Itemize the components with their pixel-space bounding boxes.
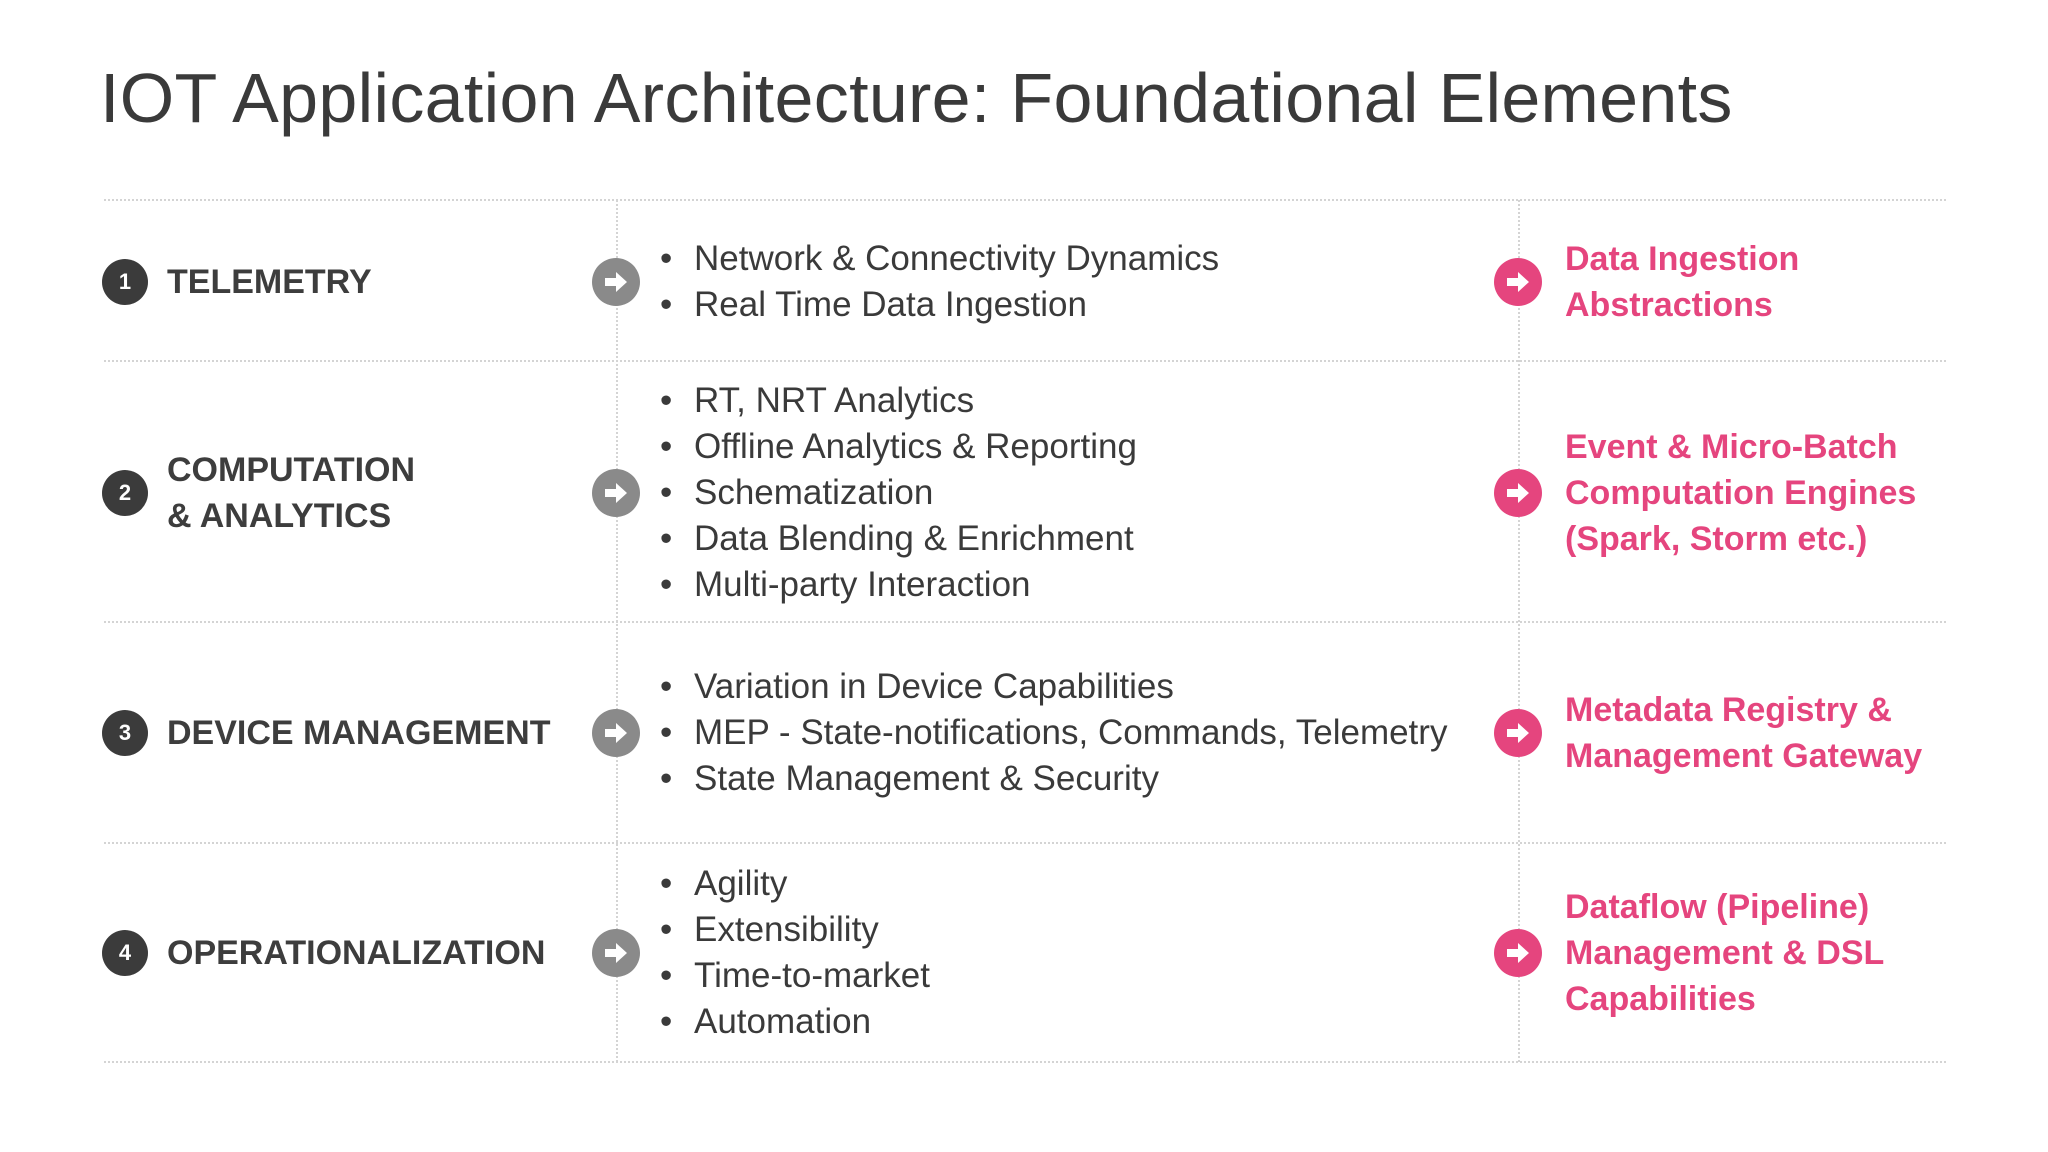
list-item: State Management & Security [660,756,1447,802]
step-number-badge: 3 [102,710,148,756]
arrow-right-circle-icon [1494,469,1542,517]
outcome-text: Data Ingestion Abstractions [1565,240,1800,324]
list-item: Extensibility [660,907,930,953]
arrow-right-circle-icon [1494,709,1542,757]
arrow-right-circle-icon [592,258,640,306]
bullet-list: RT, NRT Analytics Offline Analytics & Re… [660,378,1137,608]
step-number-badge: 1 [102,259,148,305]
arrow-right-circle-icon [592,709,640,757]
row-label: DEVICE MANAGEMENT [167,714,551,752]
divider-3 [104,842,1946,844]
outcome-text: Event & Micro-Batch Computation Engines … [1565,428,1917,558]
list-item: Schematization [660,470,1137,516]
divider-1 [104,360,1946,362]
list-item: RT, NRT Analytics [660,378,1137,424]
list-item: Data Blending & Enrichment [660,516,1137,562]
list-item: Automation [660,999,930,1045]
list-item: MEP - State-notifications, Commands, Tel… [660,710,1447,756]
arrow-right-circle-icon [592,929,640,977]
list-item: Offline Analytics & Reporting [660,424,1137,470]
row-label: OPERATIONALIZATION [167,934,546,972]
arrow-right-circle-icon [1494,258,1542,306]
bullet-list: Variation in Device Capabilities MEP - S… [660,664,1447,802]
row-label: TELEMETRY [167,263,372,301]
list-item: Multi-party Interaction [660,562,1137,608]
bullet-list: Agility Extensibility Time-to-market Aut… [660,861,930,1045]
bullet-list: Network & Connectivity Dynamics Real Tim… [660,236,1219,328]
list-item: Network & Connectivity Dynamics [660,236,1219,282]
list-item: Variation in Device Capabilities [660,664,1447,710]
list-item: Real Time Data Ingestion [660,282,1219,328]
list-item: Agility [660,861,930,907]
outcome-text: Metadata Registry & Management Gateway [1565,691,1923,775]
arrow-right-circle-icon [592,469,640,517]
step-number-badge: 2 [102,470,148,516]
divider-2 [104,621,1946,623]
column-divider-left [616,200,618,1062]
list-item: Time-to-market [660,953,930,999]
divider-bottom [104,1061,1946,1063]
row-label: COMPUTATION & ANALYTICS [167,451,416,535]
column-divider-right [1518,200,1520,1062]
page-title: IOT Application Architecture: Foundation… [100,59,1733,137]
outcome-text: Dataflow (Pipeline) Management & DSL Cap… [1565,888,1885,1018]
step-number-badge: 4 [102,930,148,976]
arrow-right-circle-icon [1494,929,1542,977]
divider-top [104,199,1946,201]
